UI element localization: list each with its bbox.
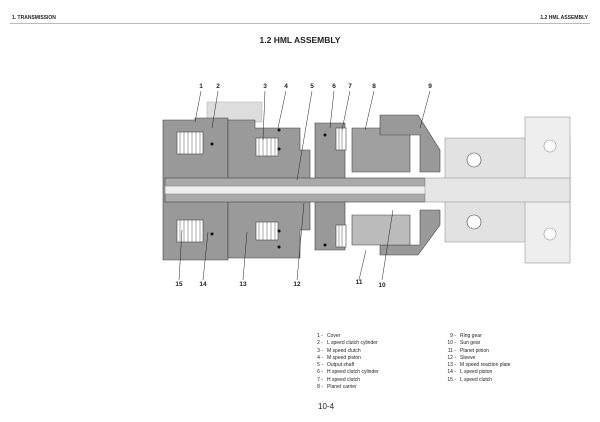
callout-4: 4 (284, 83, 288, 90)
legend-item: 6 -H speed clutch cylinder (317, 369, 379, 376)
callout-5: 5 (310, 83, 314, 90)
legend-right: 9 -Ring gear 10 -Sun gear 11 -Planet pin… (440, 333, 511, 384)
legend-item: 15 -L speed clutch (447, 376, 493, 383)
callout-1: 1 (199, 83, 203, 90)
legend-item: 10 -Sun gear (447, 340, 481, 347)
legend-item: 11 -Planet pinion (447, 347, 489, 354)
legend-item: 2 -L speed clutch cylinder (317, 340, 378, 347)
callout-12: 12 (293, 281, 301, 288)
callout-8: 8 (372, 83, 376, 90)
page-number: 10-4 (318, 402, 335, 411)
header-subsection: 1.2 HML ASSEMBLY (540, 15, 588, 21)
callout-6: 6 (332, 83, 336, 90)
header-rule (10, 23, 590, 24)
legend-item: 14 -L speed piston (447, 369, 493, 376)
callout-15: 15 (175, 281, 183, 288)
legend-item: 4 -M speed piston (317, 354, 361, 361)
callout-13: 13 (239, 281, 247, 288)
callout-11: 11 (355, 279, 363, 286)
callout-10: 10 (378, 282, 386, 289)
page-title: 1.2 HML ASSEMBLY (259, 35, 341, 45)
legend-item: 12 -Sleeve (447, 354, 476, 361)
legend-item: 3 -M speed clutch (317, 347, 361, 354)
callout-9: 9 (428, 83, 432, 90)
callout-2: 2 (216, 83, 220, 90)
legend-item: 9 -Ring gear (450, 333, 482, 339)
callout-7: 7 (348, 83, 352, 90)
legend-left: 1 -Cover 2 -L speed clutch cylinder 3 -M… (307, 333, 379, 391)
legend-item: 1 -Cover (317, 333, 341, 339)
legend-item: 8 -Planet carrier (317, 384, 357, 391)
callout-3: 3 (263, 83, 267, 90)
callout-14: 14 (199, 281, 207, 288)
legend-item: 7 -H speed clutch (317, 376, 361, 383)
legend-item: 5 -Output shaft (317, 362, 355, 369)
legend-item: 13 -M speed reaction plate (447, 362, 511, 369)
header-section: 1. TRANSMISSION (12, 15, 56, 21)
